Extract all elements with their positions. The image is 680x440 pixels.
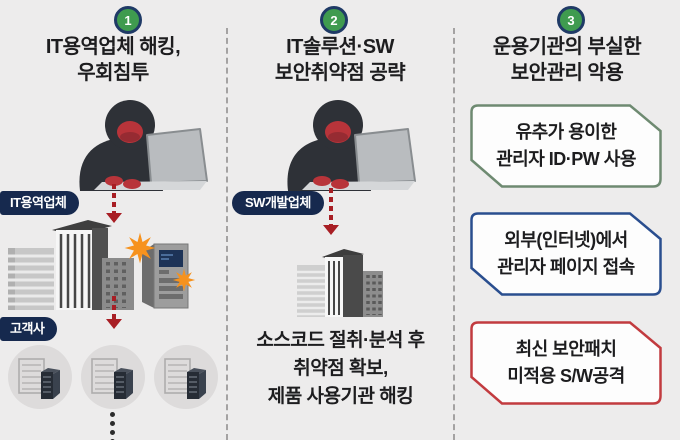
column1-title-line1: IT용역업체 해킹, xyxy=(45,36,181,58)
step-badge-2: 2 xyxy=(320,6,348,34)
client-circle-icon xyxy=(153,344,219,410)
column3-title: 운용기관의 부실한 보안관리 악용 xyxy=(454,34,680,86)
explosion-star-icon xyxy=(172,268,196,292)
column2-caption: 소스코드 절취·분석 후 취약점 확보, 제품 사용기관 해킹 xyxy=(227,327,454,411)
column3-title-line2: 보안관리 악용 xyxy=(510,62,624,84)
column2-title-line1: IT솔루션·SW xyxy=(286,36,394,58)
weakpoint-box-adminpage: 외부(인터넷)에서 관리자 페이지 접속 xyxy=(470,212,662,296)
column2-caption-line1: 소스코드 절취·분석 후 xyxy=(256,330,425,351)
office-building-icon xyxy=(297,249,383,317)
more-clients-ellipsis xyxy=(110,412,115,440)
column2-caption-line3: 제품 사용기관 해킹 xyxy=(267,386,414,407)
client-circle-icon xyxy=(7,344,73,410)
box1-line1: 유추가 용이한 xyxy=(515,122,617,142)
column2-caption-line2: 취약점 확보, xyxy=(293,358,388,379)
explosion-star-icon xyxy=(124,232,156,264)
column2-title-line2: 보안취약점 공략 xyxy=(274,62,406,84)
step-badge-1: 1 xyxy=(114,6,142,34)
dashed-arrow-icon xyxy=(106,184,122,223)
box3-line1: 최신 보안패치 xyxy=(515,339,617,359)
column-divider-2 xyxy=(453,28,455,440)
step-badge-3: 3 xyxy=(557,6,585,34)
dashed-arrow-icon xyxy=(323,188,339,235)
dashed-arrow-icon xyxy=(106,296,122,329)
attacked-buildings-icon xyxy=(8,220,196,310)
column2-title: IT솔루션·SW 보안취약점 공략 xyxy=(227,34,453,86)
weakpoint-box-patch: 최신 보안패치 미적용 S/W공격 xyxy=(470,321,662,405)
notched-box-outline xyxy=(470,212,662,296)
client-circle-icon xyxy=(80,344,146,410)
box2-line2: 관리자 페이지 접속 xyxy=(497,257,635,277)
box3-line2: 미적용 S/W공격 xyxy=(507,366,625,386)
box1-line2: 관리자 ID·PW 사용 xyxy=(496,149,636,169)
column1-title-line2: 우회침투 xyxy=(77,62,149,84)
column3-title-line1: 운용기관의 부실한 xyxy=(492,36,642,58)
column-divider-1 xyxy=(226,28,228,440)
hacker-icon xyxy=(78,99,208,191)
notched-box-outline xyxy=(470,104,662,188)
label-it-vendor: IT용역업체 xyxy=(0,191,80,215)
box2-line1: 외부(인터넷)에서 xyxy=(504,230,628,250)
label-sw-developer: SW개발업체 xyxy=(232,191,324,215)
column1-title: IT용역업체 해킹, 우회침투 xyxy=(0,34,226,86)
label-client-company: 고객사 xyxy=(0,317,58,341)
weakpoint-box-idpw: 유추가 용이한 관리자 ID·PW 사용 xyxy=(470,104,662,188)
notched-box-outline xyxy=(470,321,662,405)
hacker-icon xyxy=(286,99,416,191)
